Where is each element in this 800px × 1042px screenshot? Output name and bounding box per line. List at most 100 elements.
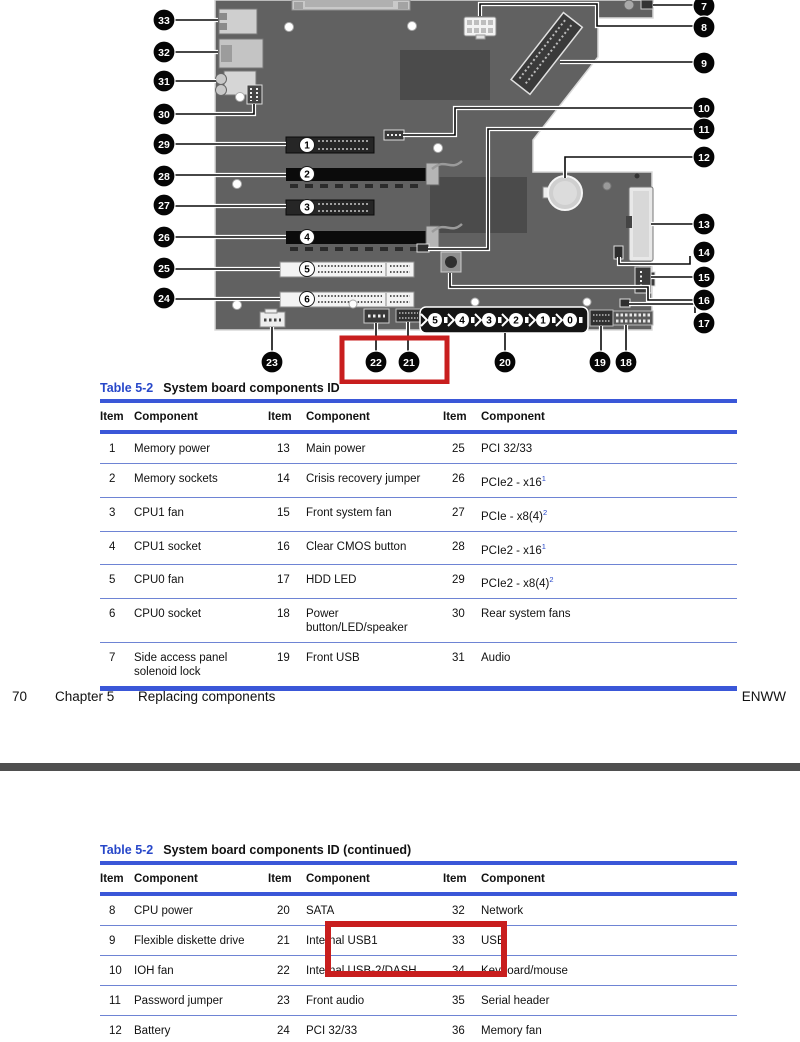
table-cell: 4 — [109, 540, 116, 553]
cpu-socket — [291, 0, 411, 11]
callout-21: 21 — [397, 350, 421, 374]
table-cell: 36 — [452, 1025, 465, 1037]
front-panel-header — [612, 310, 654, 326]
table-label: Table 5-2 — [100, 381, 154, 395]
svg-text:16: 16 — [698, 295, 710, 307]
rear-fan-header — [246, 84, 263, 105]
table-cell: Keyboard/mouse — [481, 965, 568, 977]
table-cell: Network — [481, 905, 524, 917]
front-audio-header — [259, 308, 286, 328]
diskette-connector — [510, 11, 584, 96]
svg-text:0: 0 — [567, 316, 573, 327]
table-header-rule — [100, 430, 737, 434]
callout-18: 18 — [614, 350, 638, 374]
table-cell: 1 — [109, 443, 116, 455]
table-cell: PCIe2 - x8(4)2 — [481, 575, 554, 591]
table-title: System board components ID — [163, 381, 340, 395]
table-cell: IOH fan — [134, 965, 174, 977]
table-cell: 20 — [277, 905, 290, 917]
table-cell: Main power — [306, 443, 366, 455]
table-cell: 9 — [109, 935, 116, 947]
callout-32: 32 — [152, 40, 176, 64]
callout-24: 24 — [152, 286, 176, 310]
svg-text:2: 2 — [304, 170, 310, 181]
svg-text:33: 33 — [158, 15, 170, 27]
column-header: Component — [134, 873, 198, 885]
column-header: Item — [268, 873, 292, 885]
svg-text:20: 20 — [499, 357, 511, 369]
sata-port-3: 3 — [474, 313, 502, 327]
table-caption: Table 5-2 System board components ID — [100, 381, 737, 395]
pcie-slot-4 — [286, 223, 463, 251]
table-cell: Rear system fans — [481, 608, 571, 621]
table-cell: PCIe2 - x161 — [481, 474, 546, 489]
table-cell: PCI 32/33 — [306, 1025, 358, 1037]
column-header: Item — [443, 411, 467, 423]
svg-text:1: 1 — [304, 141, 310, 152]
screw — [623, 0, 635, 11]
svg-text:15: 15 — [698, 272, 710, 284]
table-cell: USB — [481, 935, 505, 947]
table-cell: Power button/LED/speaker — [306, 608, 408, 635]
column-header: Component — [481, 873, 545, 885]
table-label: Table 5-2 — [100, 843, 154, 857]
table-cell: PCIe - x8(4)2 — [481, 507, 548, 523]
highlight-box-table — [325, 921, 507, 977]
table-cell: Memory power — [134, 443, 211, 455]
chapter-title: Replacing components — [138, 689, 276, 704]
callout-26: 26 — [152, 225, 176, 249]
table-cell: Battery — [134, 1025, 171, 1037]
callout-9: 9 — [692, 51, 716, 75]
svg-text:26: 26 — [158, 232, 170, 244]
table-cell: SATA — [306, 905, 335, 917]
column-header: Component — [134, 411, 198, 423]
table-cell: CPU0 fan — [134, 574, 184, 587]
table-cell: Side access panel solenoid lock — [134, 652, 228, 679]
column-header: Item — [268, 411, 292, 423]
table-cell: 28 — [452, 540, 465, 553]
callout-13: 13 — [692, 212, 716, 236]
components-table-1: Table 5-2 System board components ID Item… — [100, 381, 737, 692]
callout-19: 19 — [588, 350, 612, 374]
svg-text:22: 22 — [370, 357, 382, 369]
table-cell: PCI 32/33 — [481, 443, 533, 455]
publisher-mark: ENWW — [741, 689, 786, 704]
column-header: Component — [481, 411, 545, 423]
clear-cmos-button — [440, 251, 462, 273]
callout-23: 23 — [260, 350, 284, 374]
sata-port-4: 4 — [447, 313, 475, 327]
svg-text:30: 30 — [158, 109, 170, 121]
svg-text:9: 9 — [701, 58, 707, 70]
svg-text:7: 7 — [701, 1, 707, 13]
table-cell: 7 — [109, 652, 116, 665]
hdd-led-jumper — [619, 298, 631, 308]
svg-text:4: 4 — [304, 233, 310, 244]
callout-8: 8 — [692, 15, 716, 39]
table-header-rule — [100, 892, 737, 896]
slot-number-5: 5 — [299, 261, 315, 277]
table-cell: Front USB — [306, 652, 360, 665]
callout-17: 17 — [692, 311, 716, 335]
callout-30: 30 — [152, 102, 176, 126]
callout-11: 11 — [692, 117, 716, 141]
network-port — [218, 38, 264, 69]
callout-29: 29 — [152, 132, 176, 156]
table-cell: 35 — [452, 995, 465, 1007]
table-cell: 3 — [109, 506, 116, 519]
callout-31: 31 — [152, 69, 176, 93]
table-cell: 26 — [452, 473, 465, 485]
front-usb-header — [589, 309, 614, 327]
table-cell: PCIe2 - x161 — [481, 541, 546, 557]
slot-number-4: 4 — [299, 229, 315, 245]
